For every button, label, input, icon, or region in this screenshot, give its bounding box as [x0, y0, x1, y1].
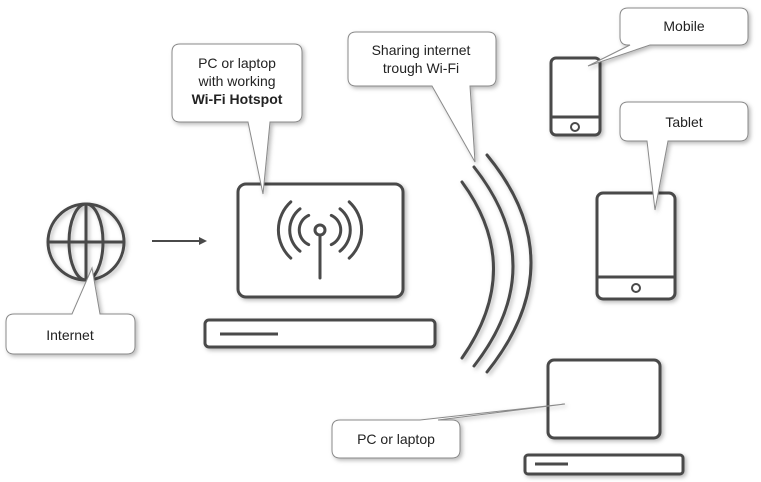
- mobile-home-button: [570, 122, 580, 132]
- bubble-hotspot: [171, 43, 303, 195]
- globe-icon: [46, 202, 126, 282]
- bubble-internet: [5, 266, 136, 355]
- hotspot-label-line2: with working: [197, 73, 275, 89]
- tablet-home-button: [631, 283, 641, 293]
- pc-label: PC or laptop: [357, 431, 435, 447]
- pc-laptop-device: [523, 358, 685, 476]
- sharing-label-line2: trough Wi-Fi: [383, 60, 459, 76]
- mobile-label: Mobile: [663, 18, 704, 34]
- sharing-label-line1: Sharing internet: [372, 42, 471, 58]
- hotspot-label-line1: PC or laptop: [198, 55, 276, 71]
- bubble-mobile: [587, 7, 749, 67]
- wifi-waves-icon: [460, 153, 533, 374]
- wifi-signal-icon: [276, 200, 364, 280]
- tablet-device: [595, 191, 677, 301]
- bubble-pc: [331, 403, 566, 459]
- bubble-tablet: [619, 101, 749, 211]
- hotspot-label-line3: Wi-Fi Hotspot: [192, 91, 283, 107]
- tablet-label: Tablet: [665, 114, 702, 130]
- internet-label: Internet: [46, 327, 94, 343]
- bubble-sharing: [347, 31, 497, 163]
